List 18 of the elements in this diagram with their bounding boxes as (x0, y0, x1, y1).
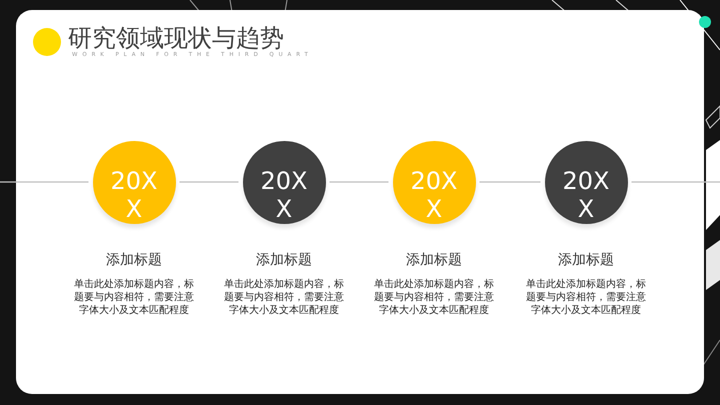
connector-line (632, 181, 720, 183)
connector-line (0, 181, 88, 183)
item-heading: 添加标题 (558, 251, 614, 269)
item-description: 单击此处添加标题内容，标题要与内容相符，需要注意字体大小及文本匹配程度 (525, 278, 647, 317)
item-heading: 添加标题 (106, 251, 162, 269)
year-label: 20XX (110, 166, 158, 222)
item-description: 单击此处添加标题内容，标题要与内容相符，需要注意字体大小及文本匹配程度 (373, 278, 495, 317)
year-label: 20XX (260, 166, 308, 222)
connector-line (180, 181, 238, 183)
slide-title: 研究领域现状与趋势 (68, 23, 284, 52)
item-heading: 添加标题 (256, 251, 312, 269)
year-label: 20XX (562, 166, 610, 222)
item-description: 单击此处添加标题内容，标题要与内容相符，需要注意字体大小及文本匹配程度 (223, 278, 345, 317)
connector-line (330, 181, 388, 183)
item-description: 单击此处添加标题内容，标题要与内容相符，需要注意字体大小及文本匹配程度 (73, 278, 195, 317)
item-heading: 添加标题 (406, 251, 462, 269)
year-label: 20XX (410, 166, 458, 222)
connector-line (480, 181, 540, 183)
